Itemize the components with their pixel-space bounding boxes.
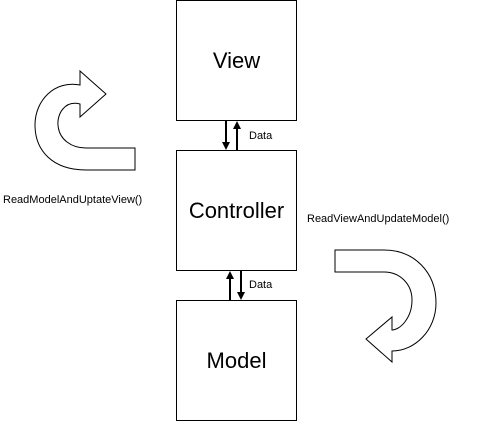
read-model-update-view-label: ReadModelAndUptateView() — [3, 194, 143, 206]
left-uturn-arrow — [34, 69, 136, 171]
controller-model-data-label: Data — [249, 279, 273, 291]
view-label: View — [212, 47, 261, 73]
model-box: Model — [176, 300, 297, 421]
view-box: View — [176, 0, 297, 121]
right-uturn-arrow — [334, 249, 437, 364]
model-label: Model — [206, 347, 267, 373]
controller-label: Controller — [188, 197, 285, 223]
controller-box: Controller — [176, 150, 297, 271]
read-view-update-model-label: ReadViewAndUpdateModel() — [307, 213, 450, 225]
view-controller-data-label: Data — [249, 130, 273, 142]
